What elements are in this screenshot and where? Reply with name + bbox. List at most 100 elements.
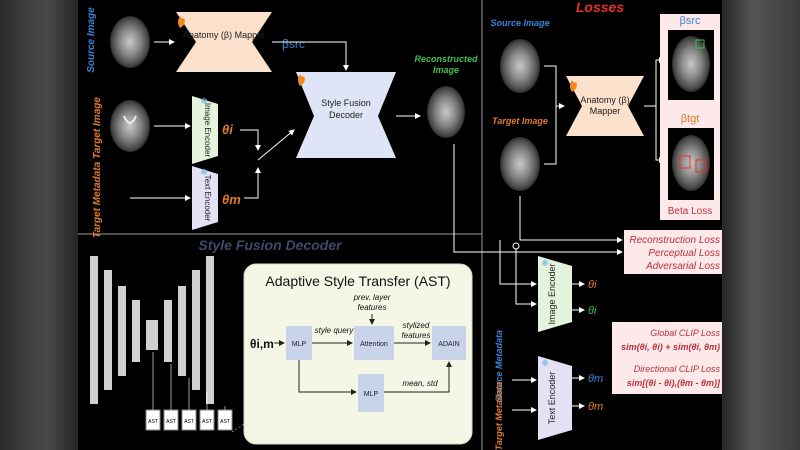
decoder-layer xyxy=(118,286,126,376)
target-brain-image xyxy=(110,100,150,152)
image-encoder-block xyxy=(192,96,218,164)
losses-anatomy-mapper-block xyxy=(566,76,644,136)
theta-m-label: θm xyxy=(222,192,241,207)
losses-target-brain xyxy=(500,137,540,191)
losses-theta-i-2: θi xyxy=(588,305,597,317)
arrow-mlp2-to-adain xyxy=(384,361,452,393)
source-metadata-label: Source Metadata xyxy=(494,330,504,402)
beta-src-loss-label: βsrc xyxy=(680,15,701,27)
style-query-label: style query xyxy=(315,326,355,335)
arrow-theta-i xyxy=(240,129,261,151)
beta-loss-label: Beta Loss xyxy=(668,206,712,217)
junction-node xyxy=(512,242,520,250)
blurred-right-margin xyxy=(722,0,800,450)
beta-tgt-roi-1 xyxy=(679,155,691,169)
losses-source-image-label: Source Image xyxy=(490,18,549,28)
losses-theta-m-2: θm xyxy=(588,401,603,413)
arrow-beta-to-decoder xyxy=(272,41,349,71)
anatomy-mapper-block xyxy=(176,12,272,72)
beta-tgt-loss-label: βtgt xyxy=(681,113,700,125)
target-metadata-label: Target Metadata xyxy=(92,161,103,238)
beta-src-label: βsrc xyxy=(282,37,305,51)
decoder-layer xyxy=(192,270,200,390)
losses-text-encoder-label: Text Encoder xyxy=(547,372,557,425)
clip-loss-box xyxy=(612,322,722,394)
losses-target-image-label: Target Image xyxy=(492,116,548,126)
arrow-theta-to-decoder xyxy=(257,129,295,161)
decoder-layer xyxy=(104,270,112,390)
ast-title: Adaptive Style Transfer (AST) xyxy=(265,273,450,289)
decoder-stack xyxy=(90,256,214,404)
ast-blocks: AST AST AST AST AST xyxy=(145,352,251,433)
source-image-label: Source Image xyxy=(86,7,97,73)
flame-icon xyxy=(570,80,577,92)
beta-tgt-roi-2 xyxy=(695,159,707,173)
losses-anatomy-mapper-label: Anatomy (β)Mapper xyxy=(580,95,629,116)
decoder-layer xyxy=(206,256,214,404)
losses-image-encoder-block xyxy=(538,256,572,332)
decoder-layer xyxy=(146,320,158,350)
losses-image-encoder-label: Image Encoder xyxy=(547,263,557,324)
arrow-tgt-to-loss-mapper xyxy=(544,106,557,165)
target-brain-ventricle xyxy=(123,115,137,124)
anatomy-mapper-label: Anatomy (β) Mapper xyxy=(183,30,265,40)
arrow-to-loss-image-encoder-1 xyxy=(499,240,537,287)
global-clip-loss-label: Global CLIP Loss xyxy=(650,328,720,338)
blurred-left-margin xyxy=(0,0,78,450)
global-clip-formula: sim(θi, θi) + sim(θi, θm) xyxy=(621,342,720,352)
theta-i-label: θi xyxy=(222,122,233,137)
arrow-to-loss-image-encoder-2 xyxy=(515,249,537,307)
snowflake-icon: ❄ xyxy=(541,258,549,268)
image-encoder-label: Image Encoder xyxy=(203,103,212,158)
arrow-src-to-loss-mapper xyxy=(544,65,565,109)
ast-block-label: AST xyxy=(184,419,194,425)
ast-adain-label: ADAIN xyxy=(438,341,459,348)
ast-block-label: AST xyxy=(166,419,176,425)
reconstruction-loss-label: Reconstruction Loss xyxy=(629,235,720,246)
losses-source-brain xyxy=(500,39,540,93)
decoder-layer xyxy=(132,300,140,362)
ast-block-label: AST xyxy=(220,419,230,425)
perceptual-loss-label: Perceptual Loss xyxy=(648,248,720,259)
style-fusion-decoder-block xyxy=(296,72,396,158)
arrow-target-to-losses xyxy=(519,196,623,243)
snowflake-icon: ❄ xyxy=(200,96,208,106)
source-brain-image xyxy=(110,16,150,68)
losses-theta-m-1: θm xyxy=(588,373,603,385)
flame-icon xyxy=(178,16,185,28)
losses-text-encoder-block xyxy=(538,356,572,440)
decoder-layer xyxy=(164,300,172,362)
beta-src-roi xyxy=(695,39,705,49)
decoder-layer xyxy=(90,256,98,404)
text-encoder-block xyxy=(192,166,218,230)
directional-clip-loss-label: Directional CLIP Loss xyxy=(634,364,721,374)
snowflake-icon: ❄ xyxy=(541,358,549,368)
ast-block-label: AST xyxy=(202,419,212,425)
reconstructed-brain-image xyxy=(427,86,465,138)
directional-clip-formula: sim[(θi - θi),(θm - θm)] xyxy=(627,378,721,388)
beta-tgt-brain xyxy=(672,135,710,191)
arrow-mlp-down xyxy=(298,360,357,395)
target-metadata-label-2: Target Metadata xyxy=(494,382,504,450)
ast-mlp-1 xyxy=(286,326,312,360)
adversarial-loss-label: Adversarial Loss xyxy=(645,261,720,272)
ast-mlp-1-label: MLP xyxy=(292,341,307,348)
mean-std-label: mean, std xyxy=(402,379,438,388)
sfd-section-title: Style Fusion Decoder xyxy=(198,237,343,253)
losses-title: Losses xyxy=(576,0,624,15)
text-encoder-label: Text Encoder xyxy=(203,175,212,222)
losses-theta-i-1: θi xyxy=(588,279,597,291)
ast-mlp-2 xyxy=(358,374,384,412)
snowflake-icon: ❄ xyxy=(200,167,208,177)
target-image-label: Target Image xyxy=(92,97,103,159)
decoder-layer xyxy=(178,286,186,376)
beta-src-brain xyxy=(672,36,710,92)
reconstruction-loss-box xyxy=(624,230,722,274)
theta-im-label: θi,m xyxy=(250,337,274,351)
